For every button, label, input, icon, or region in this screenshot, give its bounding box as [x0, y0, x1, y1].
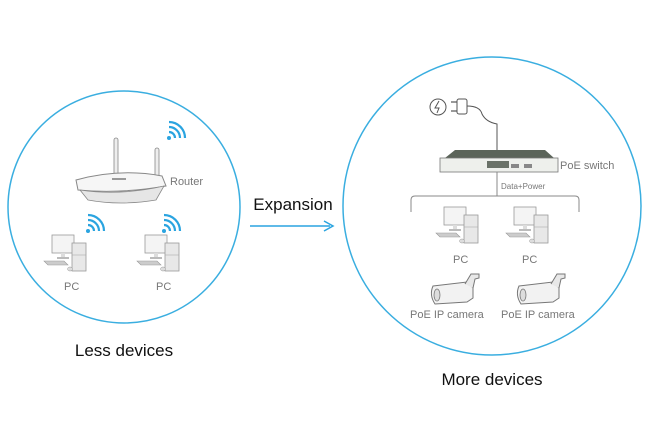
- data-power-label: Data+Power: [501, 182, 546, 191]
- pc-label: PC: [522, 254, 537, 266]
- pc-label: PC: [453, 254, 468, 266]
- less-devices-caption: Less devices: [75, 341, 173, 360]
- left-circle: [7, 90, 241, 324]
- right-circle: [342, 56, 642, 356]
- plug-icon: [451, 98, 498, 150]
- wifi-icon: [165, 120, 187, 142]
- pc-icon: [435, 206, 479, 244]
- pc-icon: [43, 234, 87, 272]
- ip-camera-icon: [516, 273, 566, 305]
- expansion-label: Expansion: [253, 195, 332, 214]
- poe-switch-label: PoE switch: [560, 160, 614, 172]
- expansion-arrow: Expansion: [250, 195, 335, 232]
- connection-lines: [410, 195, 580, 212]
- pc-icon: [505, 206, 549, 244]
- router-label: Router: [170, 176, 203, 188]
- arrow-head-icon: [323, 220, 335, 232]
- ip-camera-icon: [430, 273, 480, 305]
- router-icon: [75, 137, 167, 204]
- wifi-icon: [160, 213, 182, 235]
- ip-camera-label: PoE IP camera: [501, 309, 576, 321]
- pc-label: PC: [64, 281, 79, 293]
- ip-camera-label: PoE IP camera: [410, 309, 485, 321]
- pc-icon: [136, 234, 180, 272]
- power-icon: [429, 98, 447, 116]
- pc-label: PC: [156, 281, 171, 293]
- less-devices-group: Router PC PC Less devices: [7, 90, 241, 360]
- more-devices-group: PoE switch Data+Power PC PC PoE IP camer…: [342, 56, 642, 389]
- wifi-icon: [84, 213, 106, 235]
- poe-switch-icon: [439, 150, 559, 173]
- more-devices-caption: More devices: [441, 370, 542, 389]
